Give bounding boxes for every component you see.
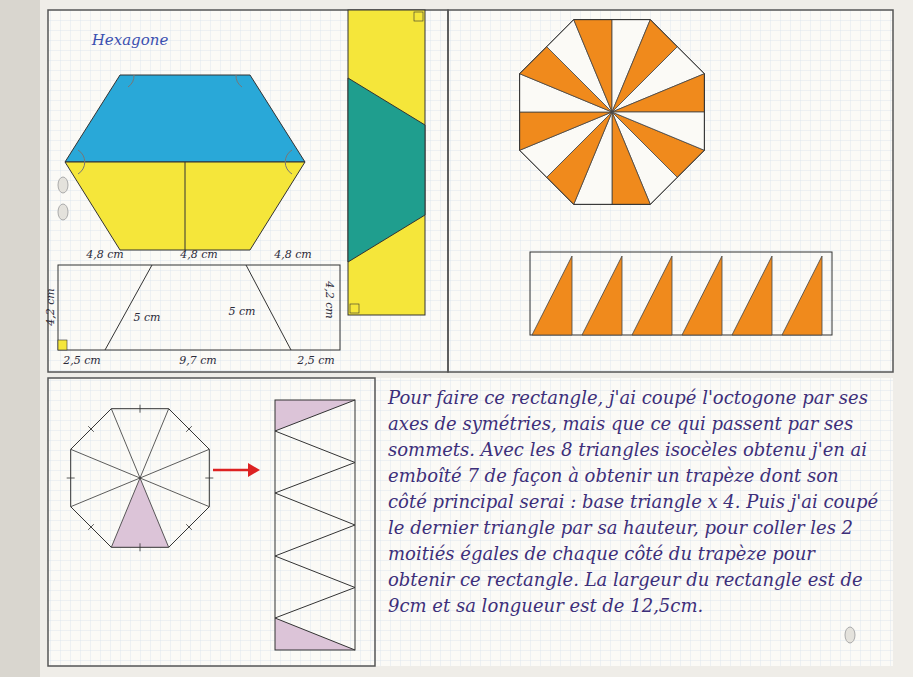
equal-length-tick xyxy=(205,478,213,479)
orange-triangle xyxy=(532,256,572,335)
orange-triangle xyxy=(632,256,672,335)
red-arrow xyxy=(213,469,250,472)
paper-ground xyxy=(48,10,893,372)
hexagon-cut-line xyxy=(185,162,186,250)
panel-border xyxy=(48,378,375,666)
symmetry-axis xyxy=(71,478,140,507)
white-half-triangle xyxy=(520,112,612,177)
punch-hole xyxy=(845,627,855,643)
right-angle-mark xyxy=(414,12,423,21)
angle-mark xyxy=(78,150,85,174)
punch-hole xyxy=(58,204,68,220)
octagon-figure xyxy=(520,20,705,205)
grid-paper xyxy=(48,10,893,372)
panel-border xyxy=(48,10,448,372)
equal-length-tick xyxy=(140,543,141,551)
hexagon-top-half xyxy=(65,75,305,162)
right-angle-mark xyxy=(350,304,359,313)
orange-triangle xyxy=(582,256,622,335)
equal-length-tick xyxy=(186,524,192,530)
punch-hole xyxy=(58,177,68,193)
right-angle-mark xyxy=(58,340,67,350)
yellow-rectangle xyxy=(348,10,425,315)
orange-triangle xyxy=(782,256,822,335)
handwritten-note: Pour faire ce rectangle, j'ai coupé l'oc… xyxy=(382,381,888,663)
paper-ground xyxy=(48,378,893,666)
cut-line xyxy=(105,265,152,350)
octagon-figure xyxy=(67,405,214,552)
dimension-label: 5 cm xyxy=(133,312,160,324)
dimension-label: 9,7 cm xyxy=(179,355,217,367)
orange-triangle xyxy=(682,256,722,335)
result-rectangle xyxy=(58,265,340,350)
figure-title: Hexagone xyxy=(92,32,169,49)
octagon-outline xyxy=(520,20,705,205)
shaded-triangle xyxy=(111,478,168,547)
octagon-outline xyxy=(71,409,210,548)
orange-half-triangle xyxy=(612,74,704,112)
equal-length-tick xyxy=(88,426,94,432)
dimension-label: 2,5 cm xyxy=(297,355,335,367)
orange-half-triangle xyxy=(520,112,612,150)
dimension-label: 4,2 cm xyxy=(45,288,57,326)
angle-mark xyxy=(236,75,242,87)
hexagon-bottom-half xyxy=(65,162,305,250)
equal-length-tick xyxy=(140,405,141,413)
result-rectangle xyxy=(530,252,832,335)
zigzag-cuts xyxy=(275,400,355,650)
triangle-strip xyxy=(532,256,822,335)
dimension-label: 4,8 cm xyxy=(180,249,218,261)
white-half-triangle xyxy=(547,20,612,112)
grid-paper xyxy=(48,378,893,666)
orange-half-triangle xyxy=(574,20,612,112)
result-rectangle xyxy=(275,400,355,650)
teal-piece xyxy=(348,78,425,262)
arrow-head xyxy=(248,463,260,477)
symmetry-axis xyxy=(140,449,209,478)
binding-shadow xyxy=(0,0,40,677)
dimension-label: 4,8 cm xyxy=(274,249,312,261)
equal-length-tick xyxy=(186,426,192,432)
symmetry-axis xyxy=(111,409,140,478)
dimension-label: 4,8 cm xyxy=(86,249,124,261)
dimension-label: 4,2 cm xyxy=(323,281,335,319)
symmetry-axis xyxy=(140,478,169,547)
panel-border xyxy=(448,10,893,372)
dimension-label: 2,5 cm xyxy=(63,355,101,367)
equal-length-tick xyxy=(88,524,94,530)
note-text: Pour faire ce rectangle, j'ai coupé l'oc… xyxy=(388,385,882,619)
angle-mark xyxy=(285,150,292,174)
angle-mark xyxy=(128,75,134,87)
orange-triangle xyxy=(732,256,772,335)
white-half-triangle xyxy=(612,47,704,112)
equal-length-tick xyxy=(67,478,75,479)
white-half-triangle xyxy=(612,112,704,150)
dimension-label: 5 cm xyxy=(228,306,255,318)
